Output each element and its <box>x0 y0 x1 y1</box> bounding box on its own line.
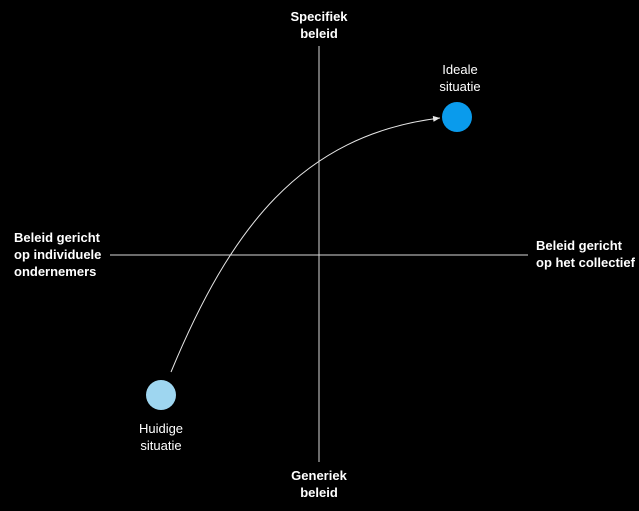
axis-label-left: Beleid gericht op individuele ondernemer… <box>14 229 101 280</box>
transition-arrow <box>170 115 441 373</box>
axis-label-bottom-line: Generiek <box>291 468 347 483</box>
axis-label-left-line: ondernemers <box>14 264 97 279</box>
current-situation-label-line: situatie <box>140 438 182 453</box>
axis-label-left-line: op individuele <box>14 247 102 262</box>
ideal-situation-label: Ideale situatie <box>400 61 520 95</box>
axis-label-top: Specifiek beleid <box>259 8 379 42</box>
current-situation-label: Huidige situatie <box>101 420 221 454</box>
axis-label-bottom: Generiek beleid <box>259 467 379 501</box>
axis-label-right-line: op het collectief <box>536 255 635 270</box>
axis-label-right: Beleid gericht op het collectief <box>536 237 635 271</box>
axis-label-bottom-line: beleid <box>300 485 338 500</box>
axis-label-top-line: Specifiek <box>290 9 348 24</box>
ideal-situation-dot <box>442 102 472 132</box>
ideal-situation-label-line: Ideale <box>442 62 478 77</box>
ideal-situation-label-line: situatie <box>439 79 481 94</box>
axis-label-top-line: beleid <box>300 26 338 41</box>
axis-label-left-line: Beleid gericht <box>14 230 100 245</box>
current-situation-label-line: Huidige <box>138 421 184 436</box>
axis-label-right-line: Beleid gericht <box>536 238 622 253</box>
current-situation-dot <box>146 380 176 410</box>
